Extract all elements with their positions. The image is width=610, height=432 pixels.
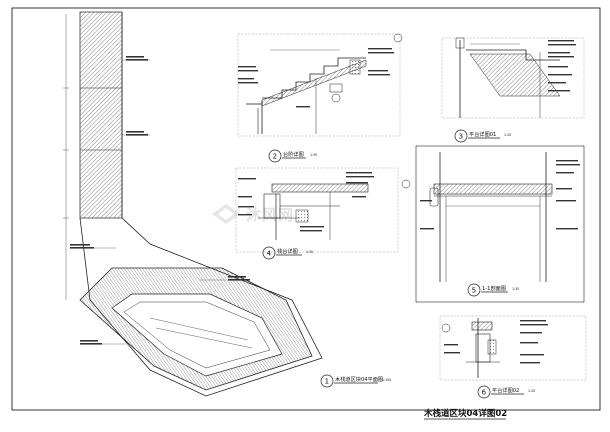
sheet-title: 木栈道区块04详图02 — [423, 408, 507, 419]
watermark: 沐风网 — [212, 204, 294, 224]
detail-2-number: 2 — [273, 153, 277, 161]
detail-2-title: 台阶详图 — [283, 150, 304, 158]
watermark-text: 沐风网 — [246, 206, 294, 224]
detail-6-number: 6 — [482, 389, 487, 397]
detail-5-title: 1-1剖面图 — [482, 284, 506, 292]
detail-1-scale: 1:100 — [382, 378, 391, 382]
detail-2-scale: 1:30 — [310, 153, 317, 157]
detail-1-number: 1 — [325, 378, 329, 386]
detail-5-section: 5 1-1剖面图 1:30 — [401, 145, 585, 303]
detail-5-number: 5 — [472, 287, 476, 295]
detail-6-title: 平台详图02 — [492, 386, 519, 394]
detail-4-deck: 4 栈台详图 1:30 — [235, 167, 399, 260]
sheet-border — [11, 7, 601, 411]
detail-3-title: 平台详图01 — [469, 130, 496, 138]
detail-4-scale: 1:30 — [306, 250, 313, 254]
detail-1-title: 木栈道区块04平面图 — [335, 375, 383, 383]
detail-5-scale: 1:30 — [512, 287, 519, 291]
detail-1-plan: 1 木栈道区块04平面图 1:100 — [63, 11, 391, 397]
detail-2-stair: 2 台阶详图 1:30 — [237, 33, 403, 163]
detail-4-title: 栈台详图 — [277, 247, 298, 255]
detail-3-scale: 1:20 — [504, 133, 511, 137]
detail-3-number: 3 — [459, 133, 463, 141]
detail-6-scale: 1:20 — [528, 389, 535, 393]
detail-4-number: 4 — [267, 250, 272, 258]
detail-6-platform-02: 6 平台详图02 1:20 — [439, 315, 587, 399]
detail-3-platform-01: 3 平台详图01 1:20 — [441, 37, 585, 143]
